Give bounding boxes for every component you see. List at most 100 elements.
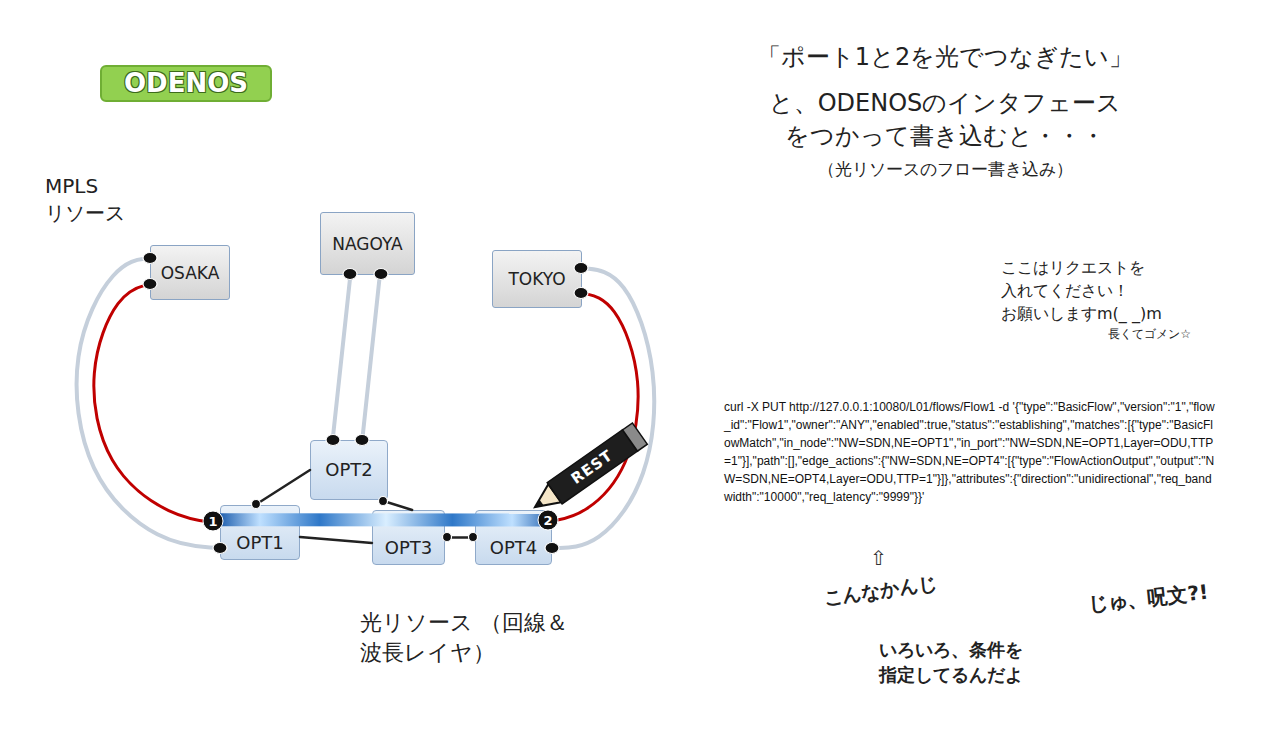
- callout-bubble: 「ポート1と2を光でつなぎたい」と、ODENOSのインタフェース をつかって書き…: [715, 15, 1175, 210]
- port-dot: [143, 279, 157, 290]
- optical-link: [380, 500, 412, 510]
- resource-cloud: 光リソース （回線＆波長レイヤ） OPT1 OPT2OPT3 OPT4: [135, 400, 665, 690]
- callout-body: [716, 16, 1174, 209]
- nose: [1063, 576, 1073, 583]
- router-box: TOKYO: [492, 250, 582, 308]
- node-label: OPT4: [490, 537, 537, 559]
- hair-clip: [953, 282, 963, 292]
- remark: いろいろ、条件を 指定してるんだよ: [866, 637, 1036, 687]
- platform-cylinder: ODENOS MPLS リソース OSAKA NAGOYA TOKYO 光リソース （回線…: [30, 38, 672, 714]
- cheek: [907, 323, 917, 329]
- eye: [937, 311, 945, 321]
- speech-text: ここはリクエストを 入れてください！ お願いしますm(_ _)m: [1001, 256, 1193, 325]
- label-holder: ⇧: [870, 547, 887, 569]
- shirt: [944, 597, 990, 622]
- label-holder: 2: [538, 510, 559, 531]
- port-dot: [574, 263, 588, 274]
- access-link: [552, 268, 654, 548]
- boy-figure: [944, 550, 990, 622]
- pen-lead: [533, 499, 544, 510]
- optical-link: [300, 537, 372, 543]
- node-label: OPT3: [385, 537, 432, 559]
- pen-cap: [623, 423, 648, 451]
- callout-text: 「ポート1と2を光でつなぎたい」: [725, 41, 1165, 73]
- up-arrow: ⇧: [870, 547, 887, 569]
- port-dot: [355, 435, 369, 446]
- speech-note: 長くてゴメン☆: [1001, 326, 1191, 342]
- pen-label: REST: [568, 446, 617, 488]
- hair: [944, 550, 990, 578]
- node-label: TOKYO: [508, 268, 565, 290]
- mouth: [925, 330, 935, 332]
- access-link: [362, 275, 380, 440]
- port-dot: [374, 269, 388, 280]
- node-outline: [30, 38, 672, 714]
- platform-title: ODENOS: [100, 65, 272, 102]
- speech-body: [986, 243, 1202, 363]
- pen-icon: [528, 423, 648, 518]
- resource-cloud: MPLS リソース OSAKA NAGOYA TOKYO: [40, 170, 640, 335]
- command-text: curl -X PUT http://127.0.0.1:10080/L01/f…: [724, 398, 1216, 506]
- port-dot: [143, 253, 157, 264]
- eye: [956, 577, 962, 585]
- exclamation: じゅ、呪文?!: [1087, 580, 1210, 616]
- port-dot: [545, 543, 559, 554]
- callout-tail-fill: [612, 135, 795, 440]
- port-dot: [213, 543, 227, 554]
- optical-node: OPT2: [310, 440, 388, 500]
- cloud-heading: MPLS リソース: [45, 173, 137, 227]
- bangs: [899, 272, 961, 306]
- access-link: [333, 275, 351, 440]
- callout-tail: [612, 135, 795, 440]
- pen-body: [547, 430, 637, 504]
- optical-node: OPT1: [220, 505, 300, 560]
- face: [945, 557, 989, 599]
- trunk-link: [552, 293, 638, 521]
- ribbon: [924, 344, 936, 352]
- callout-text: と、ODENOSのインタフェース をつかって書き込むと・・・: [725, 87, 1165, 153]
- eye: [1073, 567, 1078, 572]
- eye: [972, 577, 978, 585]
- cloud-heading: 光リソース （回線＆波長レイヤ）: [360, 608, 610, 668]
- uniform: [894, 337, 966, 368]
- callout-text: （光リソースのフロー書き込み）: [725, 157, 1165, 181]
- link-dot: [469, 533, 478, 542]
- label-holder: REST: [568, 446, 617, 488]
- mouth: [962, 591, 972, 593]
- eye: [915, 311, 923, 321]
- port-dot: [343, 269, 357, 280]
- link-dot: [252, 500, 261, 509]
- callout-number: 1: [203, 511, 224, 532]
- speech-tail: [967, 274, 991, 300]
- label-holder: こんなかんじ: [822, 570, 938, 610]
- optical-path-band: [220, 513, 552, 526]
- bear-head: [1048, 552, 1088, 592]
- label-holder: 1: [203, 511, 224, 532]
- node-label: OPT1: [236, 532, 283, 554]
- hair-tail: [962, 300, 982, 344]
- optical-node: OPT3: [372, 510, 445, 565]
- trunk-link: [94, 284, 220, 523]
- hair: [890, 268, 970, 344]
- label-holder: いろいろ、条件を 指定してるんだよ: [866, 637, 1036, 687]
- router-box: NAGOYA: [320, 212, 415, 275]
- face: [901, 286, 959, 340]
- router-box: OSAKA: [150, 245, 230, 300]
- label-holder: curl -X PUT http://127.0.0.1:10080/L01/f…: [724, 398, 1216, 506]
- bear-shirt: [1048, 590, 1088, 612]
- link-dot: [443, 533, 452, 542]
- optical-link: [255, 470, 310, 505]
- bear-ear: [1045, 547, 1061, 563]
- label-holder: じゅ、呪文?!: [1087, 580, 1210, 616]
- optical-link: [445, 536, 475, 539]
- node-label: OSAKA: [161, 262, 220, 284]
- link-dot: [379, 497, 388, 506]
- callout-number: 2: [538, 510, 559, 531]
- cloud-shape: [122, 193, 618, 330]
- cylinder-body: [34, 90, 668, 708]
- cheek: [943, 323, 953, 329]
- node-label: OPT2: [325, 459, 372, 481]
- girl-figure: [878, 268, 982, 368]
